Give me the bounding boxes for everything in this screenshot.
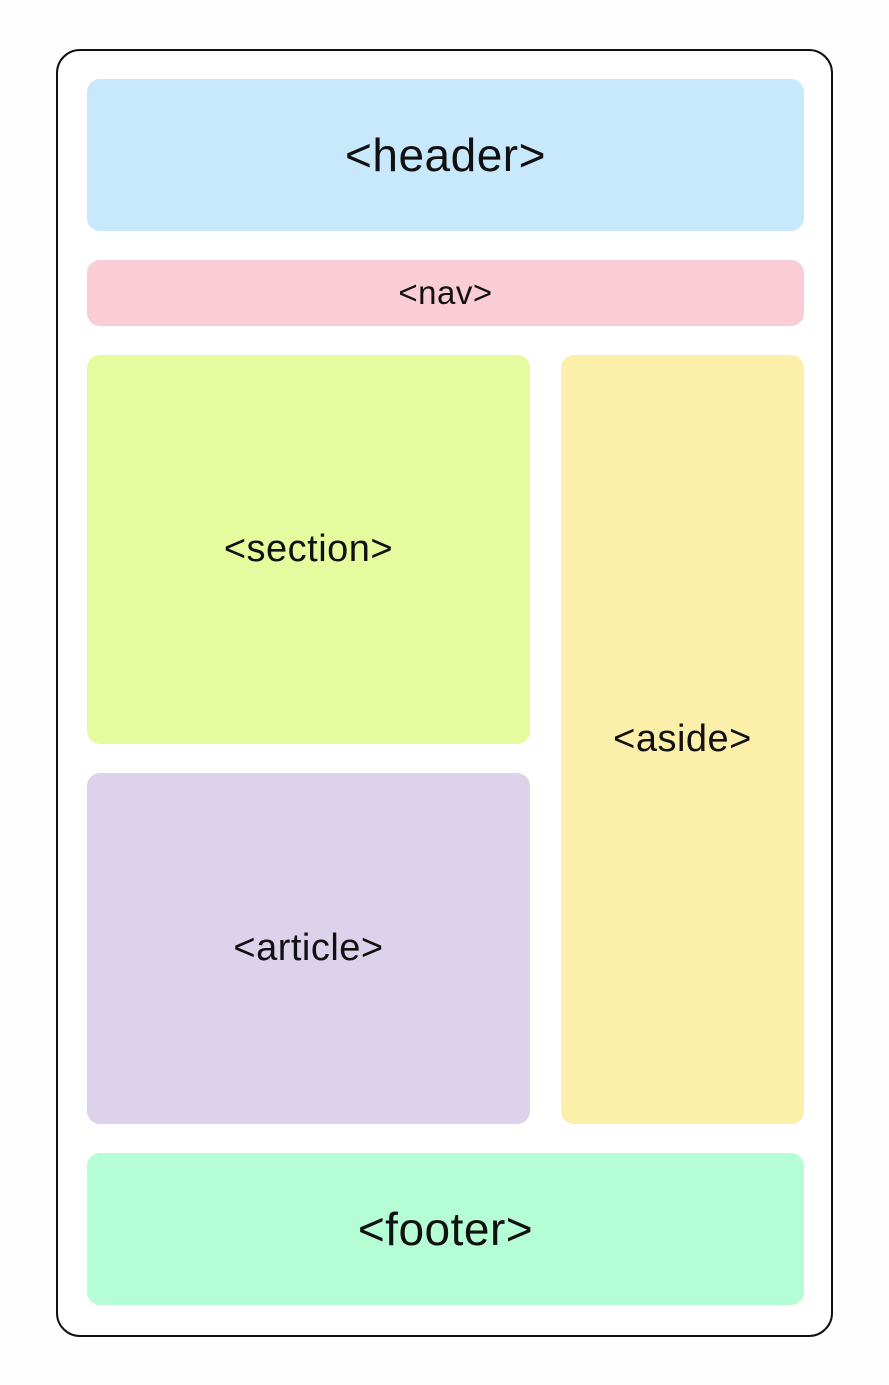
section-label: <section> xyxy=(223,528,394,570)
footer-box: <footer> xyxy=(87,1153,804,1305)
article-label: <article> xyxy=(233,927,384,969)
header-box: <header> xyxy=(87,79,804,231)
nav-box: <nav> xyxy=(87,260,804,326)
layout-grid: <header> <nav> <section> <aside> <articl… xyxy=(87,79,804,1305)
section-box: <section> xyxy=(87,355,530,744)
nav-label: <nav> xyxy=(398,274,493,311)
aside-box: <aside> xyxy=(561,355,804,1124)
article-box: <article> xyxy=(87,773,530,1124)
header-label: <header> xyxy=(345,129,546,181)
aside-label: <aside> xyxy=(613,718,752,760)
footer-label: <footer> xyxy=(357,1203,534,1255)
layout-diagram-container: <header> <nav> <section> <aside> <articl… xyxy=(56,49,833,1337)
